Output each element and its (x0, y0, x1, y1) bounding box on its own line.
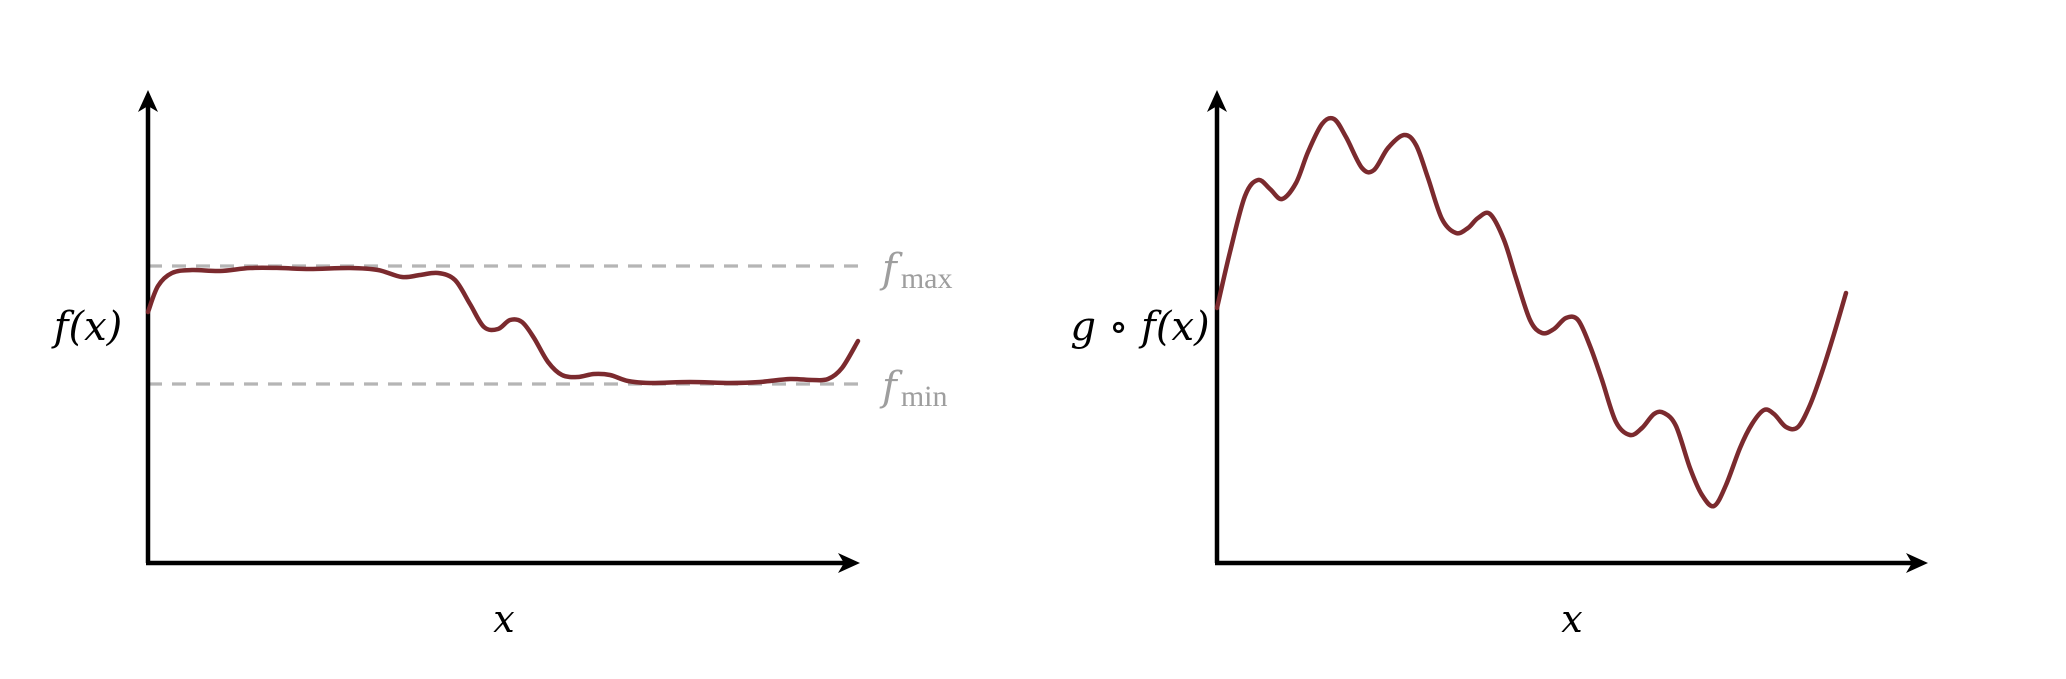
left-x-axis-arrow-icon (838, 553, 860, 573)
right-y-axis-arrow-icon (1207, 90, 1227, 112)
f-min-subscript: min (901, 380, 948, 413)
right-y-label: g ∘ f(x) (1070, 304, 1209, 350)
f-max-symbol: f (879, 246, 903, 292)
right-plot: g ∘ f(x) x (1070, 90, 1928, 641)
f-min-symbol: f (879, 364, 903, 410)
right-x-label: x (1561, 597, 1582, 641)
left-y-axis-arrow-icon (138, 90, 158, 112)
g-of-f-curve (1214, 115, 1849, 509)
f-curve (145, 265, 861, 386)
left-y-label: f(x) (51, 304, 123, 350)
f-max-subscript: max (901, 262, 953, 295)
left-x-label: x (493, 597, 514, 641)
right-x-axis-arrow-icon (1906, 553, 1928, 573)
